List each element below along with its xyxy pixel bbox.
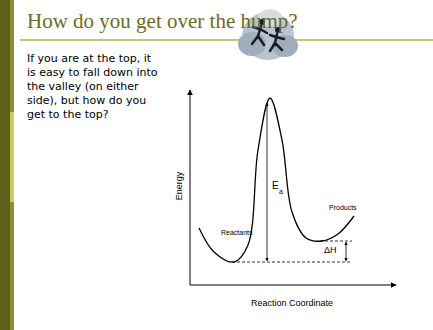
reactant-level xyxy=(232,262,350,263)
curve-label: Products xyxy=(329,204,357,212)
body-text: If you are at the top, it is easy to fal… xyxy=(27,52,162,122)
side-bar xyxy=(0,0,10,330)
activation-arrow xyxy=(267,103,268,261)
axis-label: Reaction Coordinate xyxy=(251,298,333,309)
x-axis xyxy=(190,285,396,286)
energy-curve xyxy=(199,98,354,262)
enthalpy-arrow xyxy=(346,242,347,261)
side-highlight xyxy=(10,112,14,202)
energy-symbol: E xyxy=(272,180,279,192)
enthalpy-symbol: ΔH xyxy=(324,245,337,256)
curve-label: Reactants xyxy=(221,229,253,237)
side-stripe xyxy=(10,0,14,330)
title-rule xyxy=(20,39,433,41)
axis-label: Energy xyxy=(174,172,185,201)
slide-title: How do you get over the hump? xyxy=(27,9,298,34)
y-axis xyxy=(190,90,191,285)
energy-subscript: a xyxy=(279,188,283,196)
